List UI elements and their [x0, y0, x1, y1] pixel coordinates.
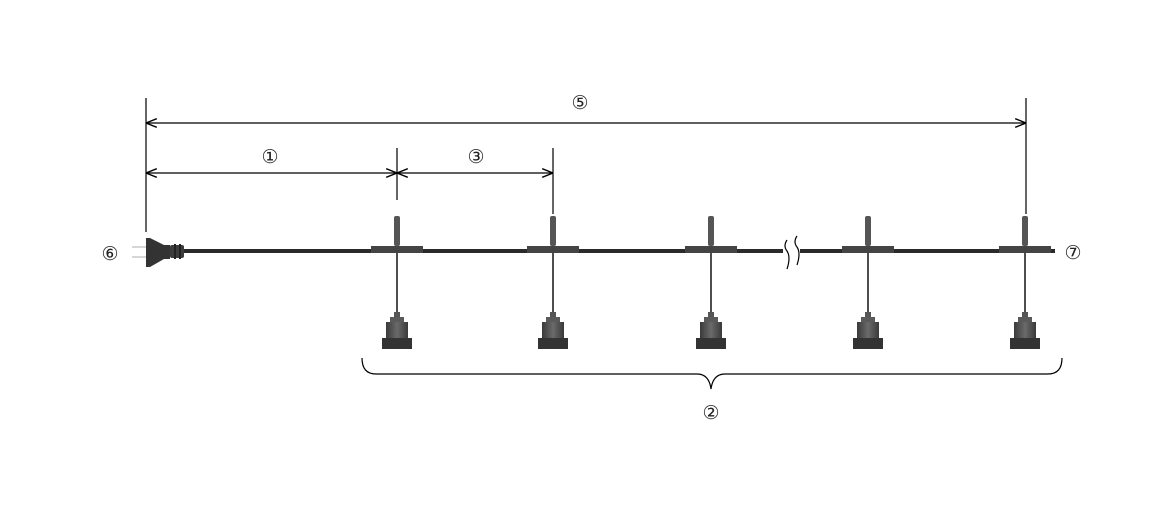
brace — [361, 357, 1063, 390]
label-plug: ⑥ — [101, 243, 118, 265]
label-plug-to-first: ① — [261, 146, 278, 168]
socket — [685, 216, 737, 349]
label-sockets-group: ② — [702, 402, 719, 424]
label-total-length: ⑤ — [571, 92, 588, 114]
sockets — [371, 216, 1051, 349]
label-end: ⑦ — [1064, 242, 1081, 264]
plug-icon — [132, 238, 184, 267]
socket — [527, 216, 579, 349]
socket — [371, 216, 423, 349]
socket — [842, 216, 894, 349]
socket — [999, 216, 1051, 349]
main-cable — [183, 235, 1055, 270]
label-socket-pitch: ③ — [467, 146, 484, 168]
